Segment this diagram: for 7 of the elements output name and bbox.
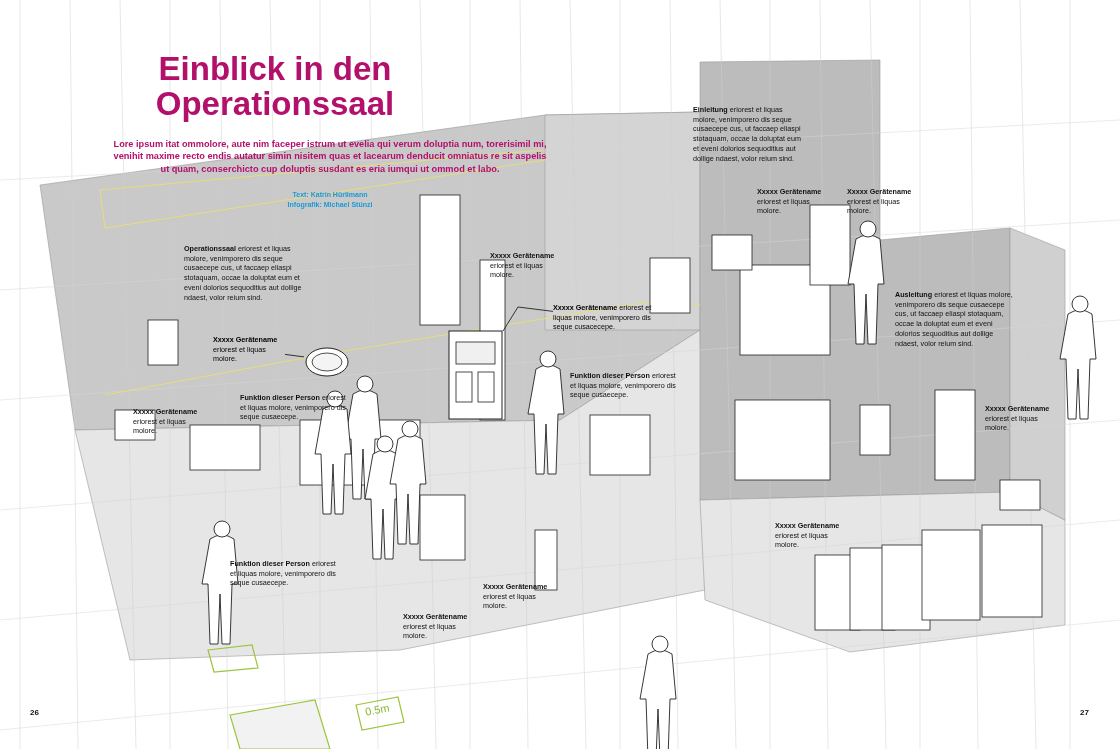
leader-line <box>502 306 554 332</box>
leader-line <box>284 353 305 358</box>
page-title: Einblick in den Operationssaal <box>154 52 396 122</box>
intro-paragraph: Lore ipsum itat ommolore, aute nim faceper istrum ut evelia qui verum doluptia num, torerisimil mi, venihit maxime recto endis autatur simin nisitem quas et lacearum denducit omniatus re sit aspelis ut quam, conserchicto cup doluptis susdant es eria iumqui ut ommod et labo. <box>112 138 548 176</box>
page-number: 26 <box>30 708 39 719</box>
scale-label: 0.5m <box>364 700 391 720</box>
page-number: 27 <box>1080 708 1089 719</box>
